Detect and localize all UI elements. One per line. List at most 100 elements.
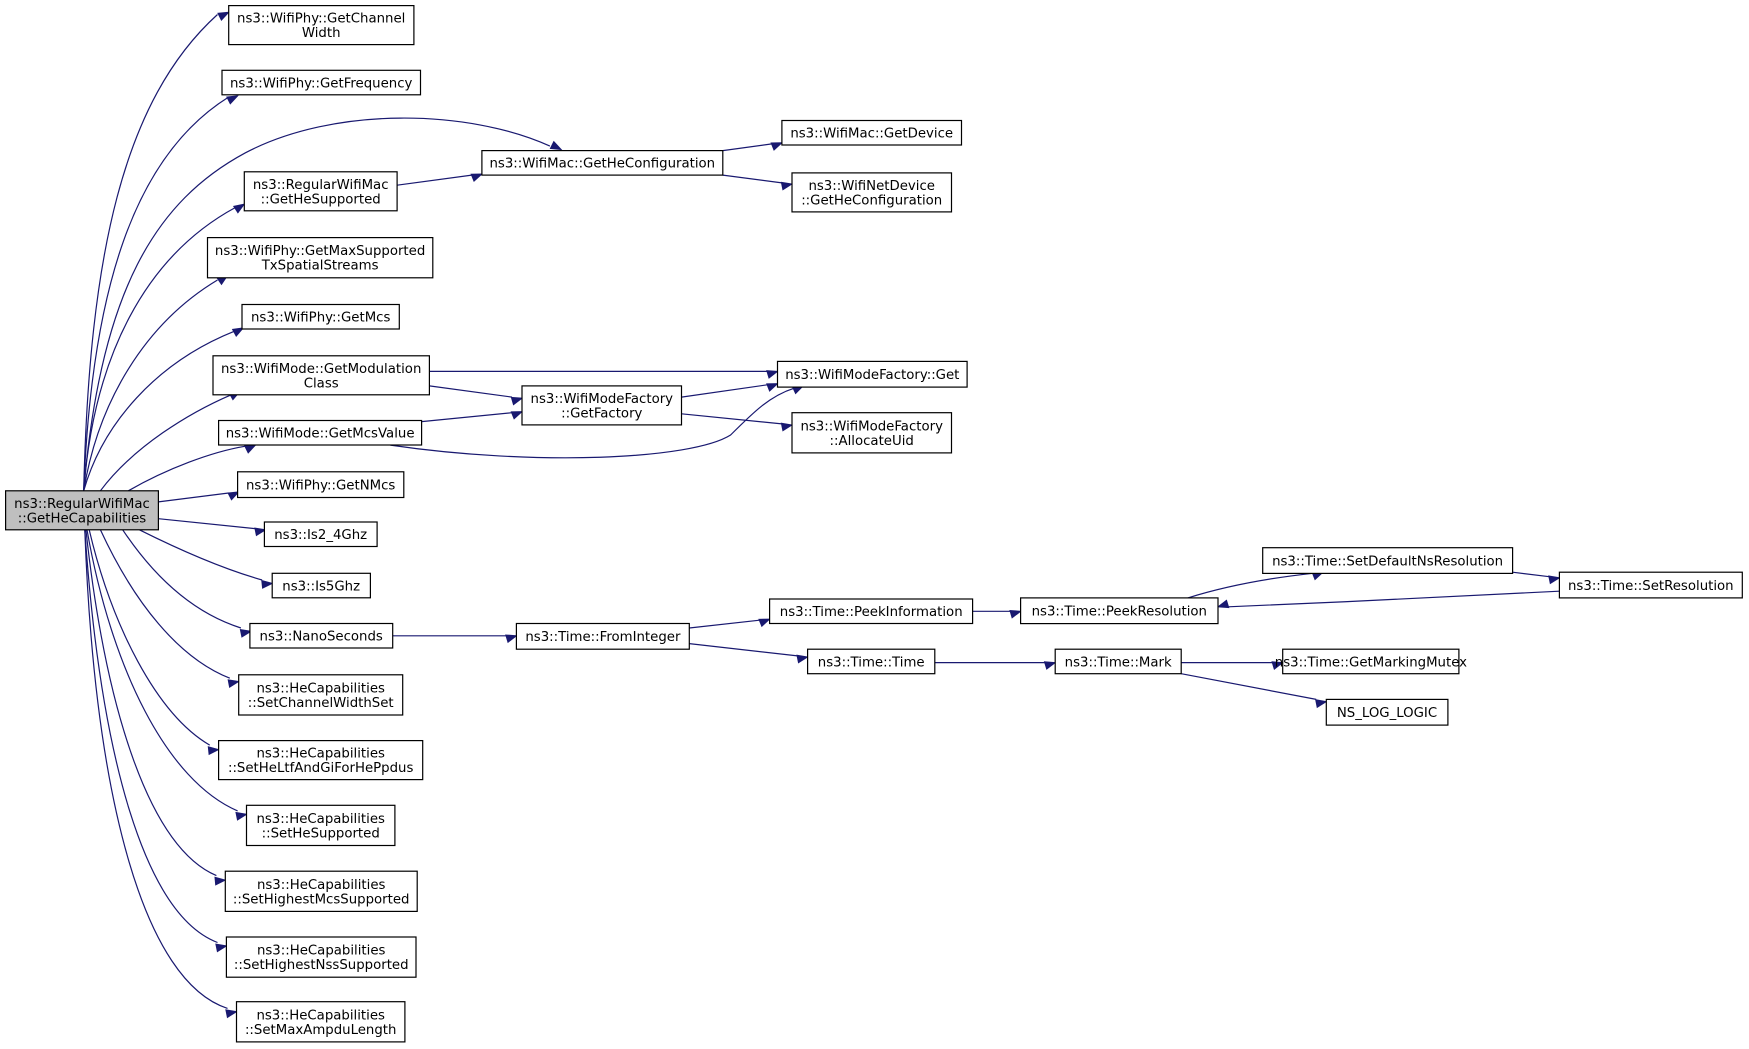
node-label-line: ::SetChannelWidthSet: [248, 696, 394, 711]
node-box: [776, 360, 968, 388]
node-nanos[interactable]: ns3::NanoSeconds: [249, 622, 394, 649]
node-box: [1325, 698, 1449, 726]
node-rwm-hesup[interactable]: ns3::RegularWifiMac::GetHeSupported: [243, 171, 398, 212]
node-time-peekres[interactable]: ns3::Time::PeekResolution: [1019, 597, 1219, 625]
node-hc-ltf[interactable]: ns3::HeCapabilities::SetHeLtfAndGiForHeP…: [218, 739, 424, 781]
edge-arrowhead: [770, 142, 784, 151]
node-label-line: ns3::RegularWifiMac: [14, 497, 150, 512]
edge-line: [128, 445, 246, 492]
node-box: [1019, 597, 1219, 625]
node-phy-mcs[interactable]: ns3::WifiPhy::GetMcs: [241, 303, 400, 330]
node-time-time[interactable]: ns3::Time::Time: [806, 648, 936, 675]
node-hc-chw[interactable]: ns3::HeCapabilities::SetChannelWidthSet: [238, 674, 404, 716]
node-label-line: ns3::WifiMode::GetModulation: [221, 362, 421, 377]
edge-mac-hecfg-to-dev-hecfg: [722, 174, 794, 191]
edge-line: [122, 529, 242, 629]
edge-arrowhead: [227, 491, 240, 501]
edge-mark-to-nslog: [1181, 673, 1328, 709]
edge-line: [689, 619, 760, 629]
node-phy-nmcs[interactable]: ns3::WifiPhy::GetNMcs: [237, 471, 405, 499]
node-dev-hecfg[interactable]: ns3::WifiNetDevice::GetHeConfiguration: [791, 172, 953, 213]
node-mode-mcsval[interactable]: ns3::WifiMode::GetMcsValue: [218, 419, 423, 446]
edge-root-to-phy-chw: [83, 11, 230, 491]
node-time-peekinfo[interactable]: ns3::Time::PeekInformation: [768, 598, 974, 625]
edge-root-to-hc-nss: [84, 529, 228, 953]
node-box: [481, 150, 724, 176]
node-hc-ampdu[interactable]: ns3::HeCapabilities::SetMaxAmpduLength: [235, 1001, 406, 1043]
node-label-line: Width: [302, 26, 341, 41]
node-box: [515, 622, 690, 650]
edge-mf-getfac-to-mf-alloc: [681, 413, 794, 432]
node-label-line: ns3::WifiPhy::GetMaxSupported: [215, 244, 425, 259]
node-mac-hecfg[interactable]: ns3::WifiMac::GetHeConfiguration: [481, 150, 724, 176]
edge-nanos-to-time-fromint: [392, 634, 518, 644]
node-time-setres[interactable]: ns3::Time::SetResolution: [1558, 571, 1743, 599]
edge-line: [84, 529, 228, 1009]
edge-arrowhead: [758, 618, 771, 628]
edge-arrowhead: [214, 876, 227, 886]
edge-time-time-to-mark: [934, 661, 1057, 670]
edge-arrowhead: [226, 95, 239, 105]
node-label-line: ns3::Time::Mark: [1065, 655, 1172, 670]
edge-root-to-hc-ampdu: [84, 529, 238, 1019]
edge-line: [158, 518, 256, 530]
node-root[interactable]: ns3::RegularWifiMac::GetHeCapabilities: [4, 490, 160, 531]
edge-line: [158, 492, 229, 503]
node-label-line: ns3::HeCapabilities: [256, 747, 385, 762]
node-box: [1558, 571, 1743, 599]
edge-arrowhead: [254, 527, 267, 537]
edge-arrowhead: [227, 679, 241, 689]
node-is24[interactable]: ns3::Is2_4Ghz: [263, 521, 378, 548]
edge-line: [681, 413, 782, 425]
node-phy-maxss[interactable]: ns3::WifiPhy::GetMaxSupportedTxSpatialSt…: [206, 237, 434, 279]
node-label-line: ns3::HeCapabilities: [256, 812, 385, 827]
node-label-line: ns3::Time::PeekInformation: [780, 605, 963, 620]
node-is5[interactable]: ns3::Is5Ghz: [271, 572, 372, 599]
edge-peekres-to-setdef: [1187, 571, 1325, 599]
nodes-layer: ns3::RegularWifiMac::GetHeCapabilitiesns…: [4, 4, 1743, 1043]
edge-root-to-is24: [158, 518, 267, 537]
node-label-line: ns3::HeCapabilities: [257, 944, 386, 959]
edge-root-to-hc-hesup: [86, 529, 248, 821]
node-label-line: ns3::RegularWifiMac: [253, 178, 389, 193]
edge-mac-hecfg-to-mac-dev: [722, 142, 784, 152]
edge-line: [88, 529, 211, 746]
node-label-line: ns3::WifiPhy::GetNMcs: [246, 479, 395, 494]
edge-peekinfo-to-peekres: [972, 609, 1022, 619]
node-phy-freq[interactable]: ns3::WifiPhy::GetFrequency: [221, 69, 422, 96]
node-nslog[interactable]: NS_LOG_LOGIC: [1325, 698, 1449, 726]
node-hc-hesup[interactable]: ns3::HeCapabilities::SetHeSupported: [245, 804, 396, 847]
node-time-mark[interactable]: ns3::Time::Mark: [1054, 648, 1182, 675]
node-label-line: ns3::Is2_4Ghz: [274, 528, 367, 543]
edge-root-to-rwm-hesup: [83, 203, 246, 491]
node-mac-dev[interactable]: ns3::WifiMac::GetDevice: [781, 119, 963, 146]
node-time-fromint[interactable]: ns3::Time::FromInteger: [515, 622, 690, 650]
node-label-line: ns3::WifiModeFactory: [531, 392, 674, 407]
edge-root-to-nanos: [122, 529, 253, 638]
node-mf-get[interactable]: ns3::WifiModeFactory::Get: [776, 360, 968, 388]
node-label-line: ::GetHeCapabilities: [18, 511, 146, 526]
edge-arrowhead: [232, 203, 246, 214]
edge-root-to-hc-ltf: [88, 529, 221, 756]
node-box: [249, 622, 394, 649]
node-label-line: ns3::WifiMode::GetMcsValue: [226, 427, 415, 442]
edge-line: [421, 412, 513, 423]
node-box: [241, 303, 400, 330]
node-mf-getfac[interactable]: ns3::WifiModeFactory::GetFactory: [521, 385, 683, 426]
node-time-mutex[interactable]: ns3::Time::GetMarkingMutex: [1275, 648, 1467, 675]
node-hc-nss[interactable]: ns3::HeCapabilities::SetHighestNssSuppor…: [225, 936, 417, 978]
node-box: [238, 674, 404, 716]
node-label-line: ns3::WifiPhy::GetMcs: [251, 311, 390, 326]
node-hc-mcs[interactable]: ns3::HeCapabilities::SetHighestMcsSuppor…: [224, 870, 418, 913]
node-box: [1054, 648, 1182, 675]
node-label-line: ::GetHeConfiguration: [801, 194, 942, 209]
edge-line: [83, 96, 230, 491]
node-box: [791, 412, 953, 454]
node-mf-alloc[interactable]: ns3::WifiModeFactory::AllocateUid: [791, 412, 953, 454]
edge-arrowhead: [1043, 661, 1057, 670]
edge-arrowhead: [225, 1009, 238, 1019]
node-time-setdef[interactable]: ns3::Time::SetDefaultNsResolution: [1262, 547, 1514, 575]
